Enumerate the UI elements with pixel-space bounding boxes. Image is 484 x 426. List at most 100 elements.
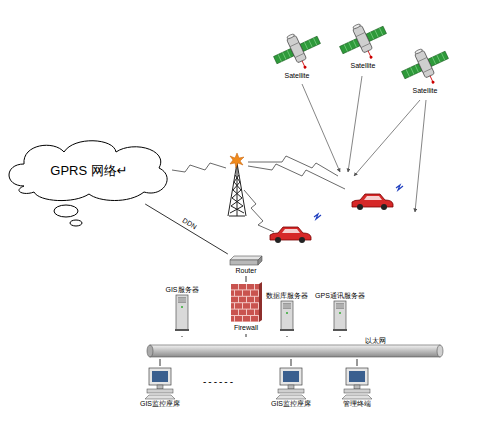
panel-grid [353, 40, 356, 47]
car-window [364, 196, 382, 200]
wall-brick [231, 316, 234, 321]
satellite-antenna [430, 76, 433, 81]
solar-panel [340, 38, 361, 53]
node-label: GIS监控座席 [140, 400, 180, 408]
monitor-frame [149, 368, 171, 385]
wall-brick [251, 303, 258, 308]
server-led [181, 306, 183, 308]
radio-zigzag [172, 163, 226, 172]
bus-pipe [150, 345, 440, 357]
core-band [356, 32, 365, 36]
desktop-case [344, 389, 370, 393]
satellite-ray [348, 76, 362, 172]
panel-grid [370, 32, 373, 39]
panel-grid [375, 30, 378, 37]
radio-zigzag [248, 164, 345, 189]
satellite-body [400, 43, 450, 87]
radio-links [172, 156, 345, 232]
keyboard [145, 395, 175, 399]
bay-line [336, 305, 344, 306]
server-led [339, 312, 341, 314]
wall-brick [255, 297, 259, 302]
ethernet-bus: 以太网 [145, 337, 445, 359]
tower-lattice [230, 175, 243, 213]
bus-end [147, 345, 153, 357]
connector-line [160, 359, 161, 366]
keyboard [342, 395, 372, 399]
radio-zigzag [248, 156, 338, 176]
wall-brick [251, 316, 258, 321]
router-icon [228, 254, 264, 267]
satellite-body [338, 18, 388, 62]
connector-line [246, 276, 247, 282]
panel-grid [309, 40, 312, 47]
connector-label: DDN [181, 217, 198, 231]
server-icon [331, 300, 349, 332]
car-wheel [275, 237, 281, 243]
radio-zigzag [244, 190, 274, 232]
signal-squiggle [314, 214, 321, 219]
solar-panel [402, 63, 423, 78]
car [270, 227, 311, 243]
bay-line [178, 301, 186, 302]
panel-grid [344, 44, 347, 51]
satellite-core [415, 50, 435, 78]
satellite-ray [354, 100, 420, 176]
tower-base [229, 216, 245, 217]
wall-brick [243, 303, 250, 308]
panel-grid [304, 42, 307, 49]
workstation-node: GIS监控座席 [135, 366, 185, 416]
wall-brick [239, 310, 246, 315]
keyboard [276, 395, 306, 399]
satellite-node: Satellite [272, 28, 322, 82]
server-icon [173, 294, 191, 332]
core-band [423, 68, 432, 72]
desktop-case [278, 389, 304, 393]
satellite-dish [414, 48, 423, 54]
panel-grid [379, 28, 382, 35]
server-base [280, 329, 294, 331]
firewall-icon [229, 282, 263, 324]
satellite-antenna [368, 51, 371, 56]
bay-line [178, 299, 186, 300]
connector-line [340, 336, 341, 337]
bus-end [437, 345, 443, 357]
panel-grid [432, 57, 435, 64]
satellite-ray [302, 84, 340, 172]
connector-line [291, 359, 292, 366]
solar-panel [274, 48, 295, 63]
monitor-screen [152, 371, 168, 382]
wall-brick [235, 290, 242, 295]
node-label: 以太网 [365, 337, 386, 345]
panel-grid [411, 67, 414, 74]
monitor-frame [280, 368, 302, 385]
wall-brick [243, 290, 250, 295]
satellite-core [353, 25, 373, 53]
tower-lattice [231, 175, 244, 213]
panel-grid [283, 52, 286, 59]
workstation-icon [143, 366, 177, 400]
panel-grid [287, 50, 290, 57]
wall-brick [235, 316, 242, 321]
signal-squiggle [396, 185, 403, 190]
wall-brick [239, 284, 246, 289]
car-wheel [299, 237, 305, 243]
antenna-tip [369, 55, 373, 59]
core-band [295, 53, 304, 57]
node-label: GIS服务器 [165, 286, 198, 294]
wall-brick [235, 303, 242, 308]
workstation-node: GIS监控座席 [266, 366, 316, 416]
router-node: Router [226, 254, 266, 276]
node-label: Satellite [351, 62, 376, 70]
network-cloud: GPRS 网络↵ [4, 136, 174, 204]
server-node: GIS服务器 [160, 286, 204, 336]
connector-line [182, 336, 183, 337]
monitor-frame [346, 368, 368, 385]
server-icon [278, 300, 296, 332]
panel-grid [313, 38, 316, 45]
wall-brick [255, 310, 259, 315]
bus-pipe-svg [145, 337, 445, 359]
desktop-case [147, 389, 173, 393]
satellite-node: Satellite [338, 18, 388, 72]
satellite-rays [302, 76, 426, 212]
